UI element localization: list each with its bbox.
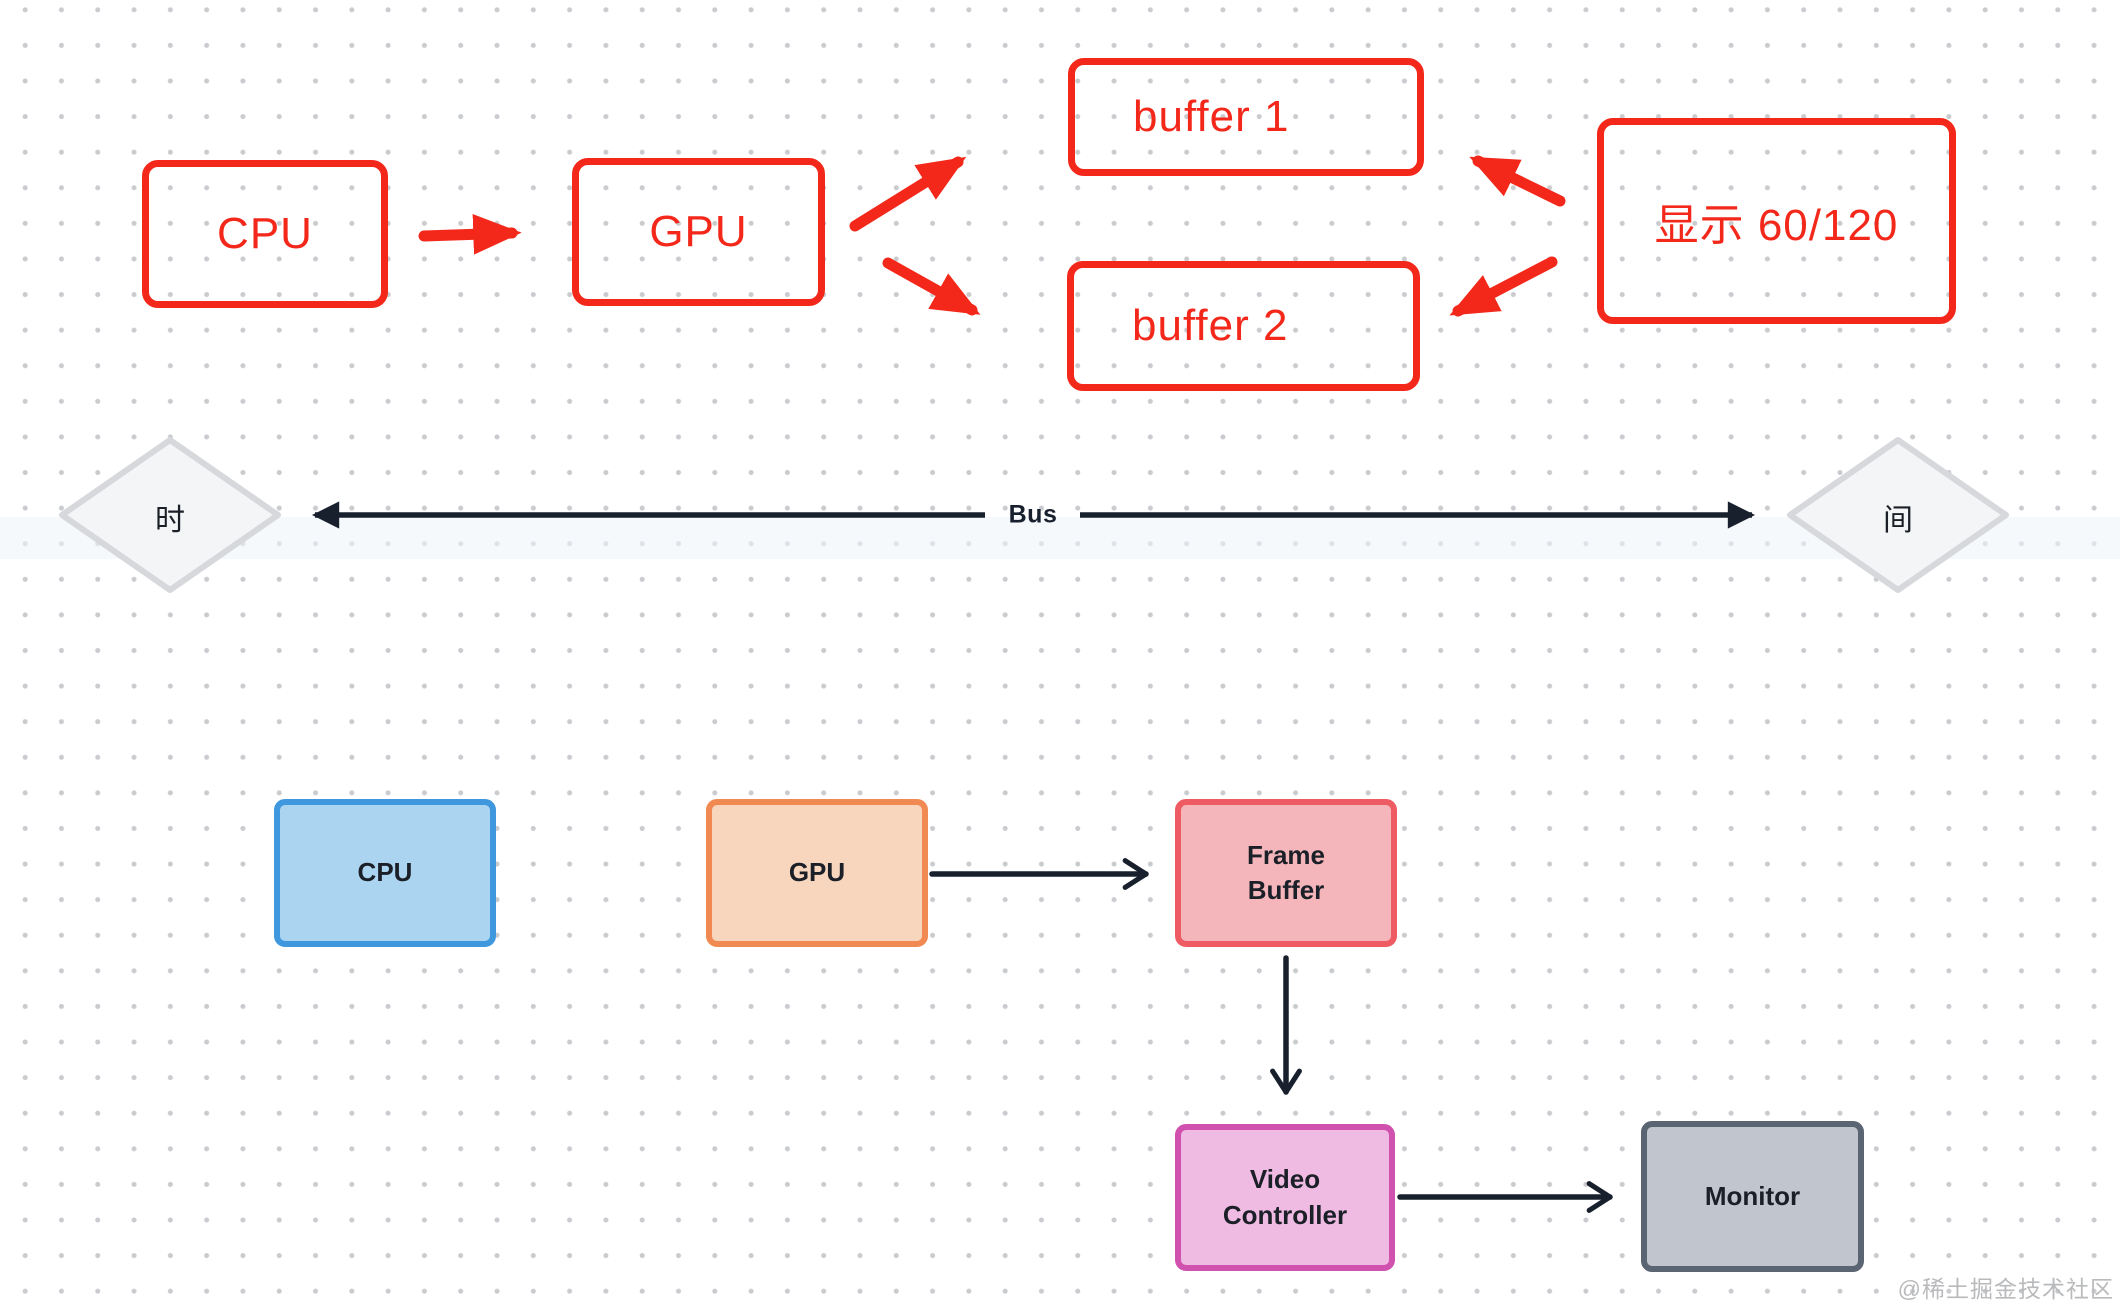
node-monitor[interactable]: Monitor	[1641, 1121, 1864, 1272]
diamond-left-label: 时	[155, 504, 185, 537]
bus-label: Bus	[1008, 500, 1058, 529]
arrow-display-to-buffer2[interactable]	[1449, 256, 1558, 317]
diamond-right-label: 间	[1883, 504, 1913, 537]
node-buffer1-label: buffer 1	[1133, 92, 1290, 141]
node-gpu-top[interactable]: GPU	[572, 158, 825, 306]
node-frame-buffer-label: Frame Buffer	[1246, 839, 1326, 905]
watermark: @稀土掘金技术社区	[1897, 1276, 2114, 1302]
node-monitor-label: Monitor	[1704, 1180, 1801, 1211]
node-display-60-120[interactable]: 显示 60/120	[1597, 118, 1956, 324]
node-buffer1[interactable]: buffer 1	[1068, 58, 1424, 176]
node-display-60-120-label: 显示 60/120	[1654, 201, 1899, 250]
node-gpu-top-label: GPU	[649, 207, 748, 256]
diamond-time-right[interactable]	[1787, 437, 2009, 593]
node-gpu-bottom-label: GPU	[788, 857, 846, 888]
node-cpu-bottom-label: CPU	[357, 857, 413, 888]
node-buffer2[interactable]: buffer 2	[1067, 261, 1420, 391]
node-video-controller-label: Video Controller	[1222, 1164, 1348, 1230]
node-cpu-bottom[interactable]: CPU	[274, 799, 496, 947]
node-gpu-bottom[interactable]: GPU	[706, 799, 928, 947]
node-frame-buffer[interactable]: Frame Buffer	[1175, 799, 1397, 947]
bus-highlight-band	[0, 517, 2120, 559]
node-buffer2-label: buffer 2	[1132, 301, 1289, 350]
node-cpu-top[interactable]: CPU	[142, 160, 388, 308]
arrow-cpu-to-gpu[interactable]	[418, 214, 522, 255]
node-cpu-top-label: CPU	[217, 209, 313, 258]
arrow-display-to-buffer1[interactable]	[1469, 155, 1566, 207]
diamond-time-left[interactable]	[59, 437, 281, 593]
arrow-gpu-to-buffer1[interactable]	[849, 156, 967, 232]
node-video-controller[interactable]: Video Controller	[1175, 1124, 1395, 1271]
arrow-gpu-to-buffer2[interactable]	[882, 257, 981, 316]
